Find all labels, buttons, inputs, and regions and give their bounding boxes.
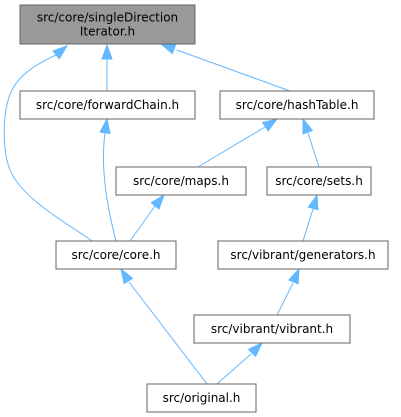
arrowhead-icon [150, 193, 165, 210]
edge-forward-single [101, 43, 113, 91]
node-box[interactable] [219, 90, 375, 120]
node-label: src/core/sets.h [275, 174, 363, 188]
node-box[interactable] [19, 4, 196, 45]
edge-line [3, 54, 93, 242]
edge-line [302, 208, 314, 242]
node-maps[interactable]: src/core/maps.h [115, 166, 247, 196]
node-orig[interactable]: src/original.h [146, 383, 257, 413]
edge-line [216, 353, 252, 385]
arrowhead-icon [120, 267, 134, 285]
node-box[interactable] [193, 314, 351, 344]
node-label: src/original.h [163, 391, 241, 405]
node-box[interactable] [55, 240, 177, 270]
edge-hash-single [159, 43, 291, 92]
node-label: src/core/maps.h [133, 174, 229, 188]
arrowhead-icon [307, 193, 319, 211]
edge-core-maps [129, 193, 165, 242]
edge-line [128, 281, 208, 385]
edge-line [307, 132, 320, 168]
node-label: src/core/core.h [71, 248, 160, 262]
node-gen[interactable]: src/vibrant/generators.h [217, 240, 389, 270]
arrowhead-icon [302, 117, 314, 135]
arrowhead-icon [159, 43, 177, 55]
edge-core-single [3, 45, 93, 242]
node-box[interactable] [146, 383, 257, 413]
node-hash[interactable]: src/core/hashTable.h [219, 90, 375, 120]
edges-layer [3, 43, 320, 385]
edge-vibrant-gen [276, 267, 300, 316]
edge-orig-core [120, 267, 208, 385]
node-forward[interactable]: src/core/forwardChain.h [19, 90, 196, 120]
edge-maps-hash [197, 118, 279, 168]
node-box[interactable] [266, 166, 372, 196]
arrowhead-icon [261, 118, 279, 132]
edge-gen-sets [302, 193, 319, 242]
edge-line [276, 282, 294, 316]
edge-sets-hash [302, 117, 320, 168]
node-label: src/vibrant/generators.h [230, 248, 375, 262]
edge-core-forward [99, 117, 117, 242]
edge-orig-vibrant [216, 341, 264, 385]
arrowhead-icon [288, 267, 300, 285]
node-core[interactable]: src/core/core.h [55, 240, 177, 270]
arrowhead-icon [101, 43, 113, 60]
node-sets[interactable]: src/core/sets.h [266, 166, 372, 196]
edge-line [129, 205, 156, 242]
node-label: src/core/hashTable.h [236, 98, 359, 112]
nodes-layer: src/core/singleDirectionIterator.hsrc/co… [19, 4, 389, 413]
arrowhead-icon [99, 117, 111, 135]
node-label: src/core/forwardChain.h [36, 98, 179, 112]
node-label: src/vibrant/vibrant.h [211, 322, 333, 336]
node-label: Iterator.h [80, 25, 135, 39]
arrowhead-icon [52, 45, 69, 60]
edge-line [102, 132, 117, 242]
node-box[interactable] [217, 240, 389, 270]
arrowhead-icon [247, 341, 264, 358]
edge-line [197, 126, 266, 168]
node-vibrant[interactable]: src/vibrant/vibrant.h [193, 314, 351, 344]
node-box[interactable] [115, 166, 247, 196]
edge-line [176, 49, 291, 92]
node-box[interactable] [19, 90, 196, 120]
node-label: src/core/singleDirection [37, 11, 178, 25]
